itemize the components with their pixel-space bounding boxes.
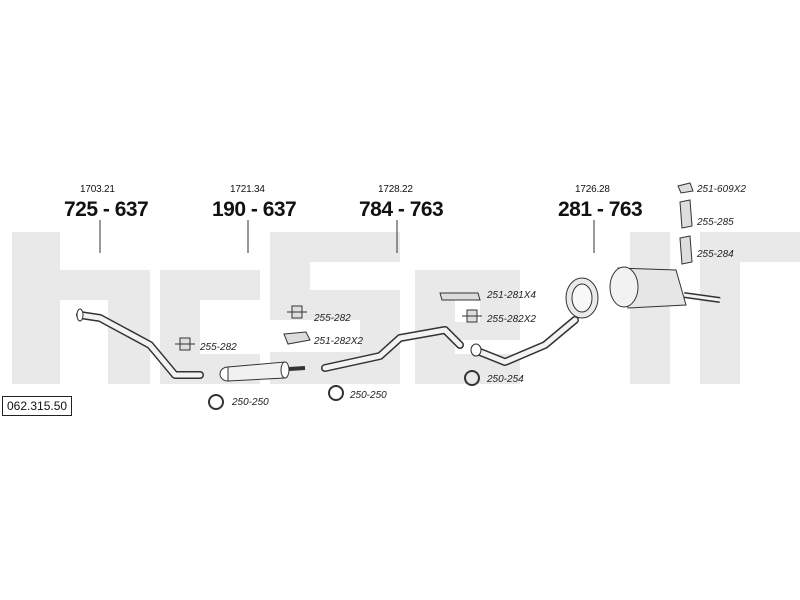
fitting-label: 251-281X4 bbox=[487, 290, 536, 301]
intermediate-pipe bbox=[321, 326, 464, 372]
fitting-label: 255-282 bbox=[314, 313, 351, 324]
gasket-icon bbox=[283, 331, 311, 345]
section-code-4: 281 - 763 bbox=[558, 198, 643, 221]
front-silencer bbox=[219, 361, 306, 382]
fitting-label: 255-285 bbox=[697, 217, 734, 228]
leader-lines bbox=[99, 220, 595, 253]
gasket-icon bbox=[439, 292, 481, 301]
section-ref-2: 1721.34 bbox=[230, 184, 265, 195]
clamp-icon bbox=[208, 394, 224, 410]
clamp-icon bbox=[328, 385, 344, 401]
fitting-label: 250-250 bbox=[350, 390, 387, 401]
fitting-label: 250-250 bbox=[232, 397, 269, 408]
centre-silencer bbox=[565, 277, 599, 319]
clamp-icon bbox=[464, 370, 480, 386]
bracket-icon bbox=[679, 199, 693, 229]
rubber-hanger-icon bbox=[462, 309, 482, 323]
front-pipe bbox=[76, 308, 204, 379]
diagram-ref-box: 062.315.50 bbox=[2, 396, 73, 416]
gasket-icon bbox=[677, 182, 694, 194]
section-ref-1: 1703.21 bbox=[80, 184, 115, 195]
bracket-icon bbox=[679, 235, 693, 265]
rubber-hanger-icon bbox=[175, 337, 195, 351]
fitting-label: 255-282X2 bbox=[487, 314, 536, 325]
rear-silencer bbox=[609, 266, 721, 309]
section-code-1: 725 - 637 bbox=[64, 198, 149, 221]
fitting-label: 251-282X2 bbox=[314, 336, 363, 347]
fitting-label: 255-282 bbox=[200, 342, 237, 353]
section-ref-3: 1728.22 bbox=[378, 184, 413, 195]
fitting-label: 250-254 bbox=[487, 374, 524, 385]
rear-pipe bbox=[470, 316, 579, 366]
fitting-label: 255-284 bbox=[697, 249, 734, 260]
section-code-2: 190 - 637 bbox=[212, 198, 297, 221]
section-code-3: 784 - 763 bbox=[359, 198, 444, 221]
fitting-label: 251-609X2 bbox=[697, 184, 746, 195]
rubber-hanger-icon bbox=[287, 305, 307, 319]
section-ref-4: 1726.28 bbox=[575, 184, 610, 195]
brand-watermark bbox=[12, 232, 800, 384]
